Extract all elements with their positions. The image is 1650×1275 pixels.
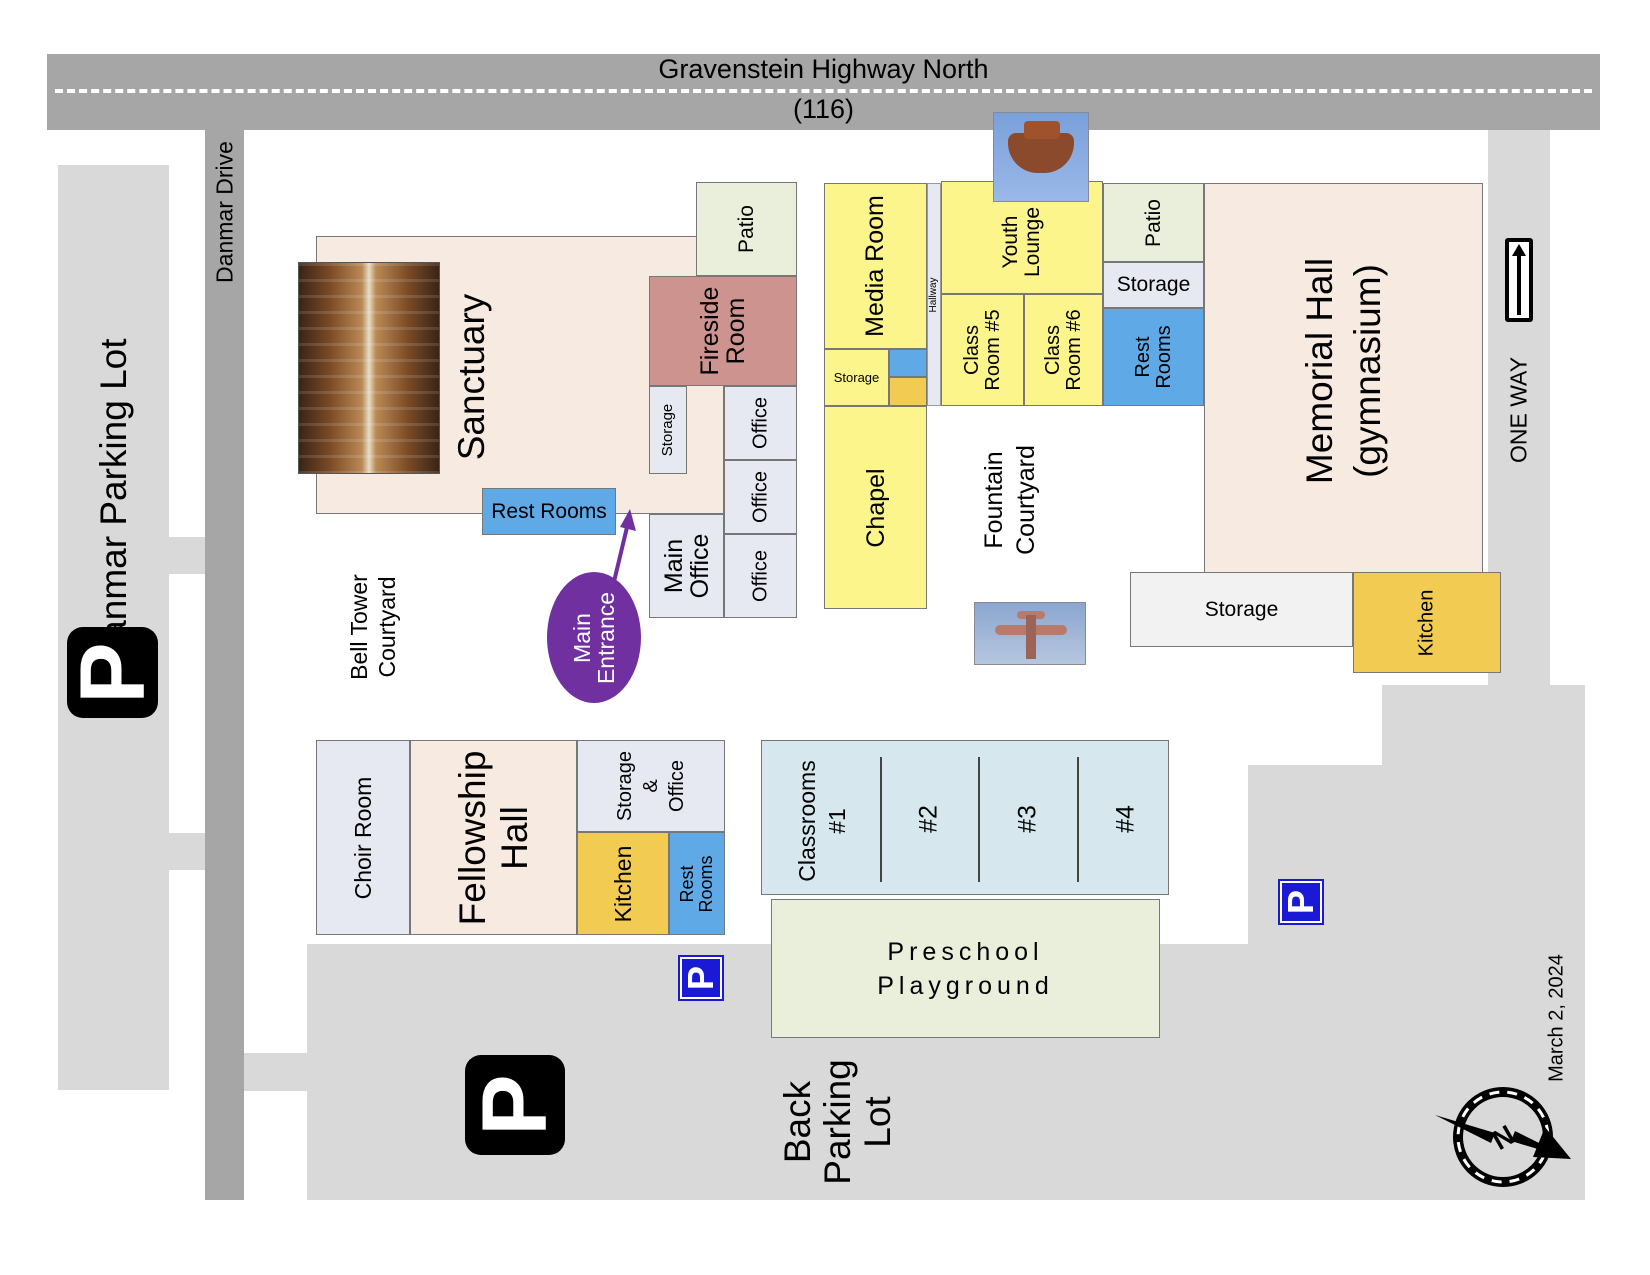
compass-rose-icon: N — [1435, 1087, 1571, 1187]
classroom-2-label: #2 — [914, 805, 943, 833]
patio-east-label: Patio — [1141, 198, 1165, 247]
media-storage: Storage — [824, 349, 889, 406]
hallway-label: Hallway — [927, 276, 939, 313]
storage-gym: Storage — [1130, 572, 1353, 647]
fellowship-hall-label: Fellowship Hall — [451, 750, 535, 925]
main-office: Main Office — [649, 514, 724, 618]
storage-gym-label: Storage — [1204, 597, 1279, 621]
fireside-room-label: Fireside Room — [695, 286, 750, 376]
highway-number: (116) — [792, 94, 855, 124]
kitchen-gym: Kitchen — [1353, 572, 1501, 673]
sanctuary-interior-photo — [298, 262, 440, 474]
danmar-connector-1 — [169, 537, 205, 574]
memorial-hall-label: Memorial Hall (gymnasium) — [1298, 258, 1388, 485]
kitchen-fellowship-label: Kitchen — [609, 845, 636, 922]
office-2-label: Office — [749, 471, 771, 523]
highway-name: Gravenstein Highway North — [658, 54, 989, 84]
sanctuary-label: Sanctuary — [451, 293, 492, 461]
gravenstein-highway: Gravenstein Highway North (116) — [47, 54, 1600, 130]
choir-room: Choir Room — [316, 740, 410, 935]
danmar-connector-2 — [169, 833, 205, 870]
fountain-picture — [974, 602, 1086, 665]
classroom-4-label: #4 — [1111, 805, 1140, 833]
choir-room-label: Choir Room — [349, 776, 376, 899]
parking-sign-small-east: P — [1278, 879, 1324, 925]
office-1: Office — [724, 386, 797, 460]
media-closet-blue — [889, 349, 927, 377]
storage-small: Storage — [649, 386, 687, 474]
danmar-parking-lot: Danmar Parking Lot P — [58, 165, 169, 1090]
rest-rooms-sanctuary-label: Rest Rooms — [491, 499, 607, 523]
main-office-label: Main Office — [659, 533, 714, 599]
hallway: Hallway — [927, 183, 941, 406]
storage-office-label: Storage & Office — [614, 750, 688, 822]
chapel-label: Chapel — [861, 467, 890, 548]
kitchen-fellowship: Kitchen — [577, 832, 669, 935]
class-room-6: Class Room #6 — [1024, 294, 1103, 406]
back-lot-east-upper — [1382, 685, 1585, 785]
main-entrance-label: Main Entrance — [568, 591, 619, 684]
office-1-label: Office — [749, 397, 771, 449]
parking-sign-small-west: P — [678, 955, 724, 1001]
one-way-label: ONE WAY — [1505, 356, 1532, 464]
office-2: Office — [724, 460, 797, 534]
preschool-playground: Preschool Playground — [771, 899, 1160, 1038]
patio-west-label: Patio — [734, 205, 758, 253]
class-room-6-label: Class Room #6 — [1041, 309, 1085, 391]
one-way-sign — [1505, 238, 1533, 322]
noahs-ark-picture — [993, 112, 1089, 202]
rest-rooms-fellowship-label: Rest Rooms — [677, 854, 716, 913]
patio-east: Patio — [1103, 183, 1204, 262]
chapel: Chapel — [824, 406, 927, 609]
media-room: Media Room — [824, 183, 927, 349]
arrow-up-icon — [1509, 242, 1529, 318]
danmar-parking-lot-label: Danmar Parking Lot — [92, 338, 134, 668]
fellowship-hall: Fellowship Hall — [410, 740, 577, 935]
media-room-label: Media Room — [860, 195, 889, 337]
kitchen-gym-label: Kitchen — [1415, 589, 1438, 656]
back-lot-east-section — [1248, 765, 1585, 965]
rest-rooms-east-label: Rest Rooms — [1131, 325, 1175, 389]
preschool-playground-label: Preschool Playground — [877, 937, 1054, 1000]
back-parking-lot-label: Back Parking Lot — [777, 1059, 898, 1185]
rest-rooms-east: Rest Rooms — [1103, 308, 1204, 406]
storage-east-label: Storage — [1116, 272, 1191, 296]
class-room-5: Class Room #5 — [941, 294, 1024, 406]
bell-tower-courtyard-label: Bell Tower Courtyard — [346, 574, 400, 680]
rest-rooms-sanctuary: Rest Rooms — [482, 488, 616, 535]
parking-sign-danmar: P — [62, 627, 164, 718]
office-3: Office — [724, 534, 797, 618]
highway-lane-divider — [55, 89, 1592, 93]
media-closet-gold — [889, 377, 927, 406]
classroom-1-label: Classrooms #1 — [794, 760, 850, 882]
classroom-divider-1 — [880, 757, 882, 882]
map-date: March 2, 2024 — [1545, 954, 1568, 1082]
classroom-divider-3 — [1077, 757, 1079, 882]
danmar-drive: Danmar Drive — [205, 130, 244, 1200]
class-room-5-label: Class Room #5 — [960, 309, 1004, 391]
rest-rooms-fellowship: Rest Rooms — [669, 832, 725, 935]
classrooms: Classrooms #1 #2 #3 #4 — [761, 740, 1169, 895]
classroom-divider-2 — [978, 757, 980, 882]
classroom-3-label: #3 — [1013, 805, 1042, 833]
fireside-room: Fireside Room — [649, 276, 797, 386]
back-lot-connector — [244, 1053, 307, 1091]
parking-sign-back: P — [464, 1055, 566, 1155]
memorial-hall: Memorial Hall (gymnasium) — [1204, 183, 1483, 575]
main-entrance[interactable]: Main Entrance — [547, 572, 641, 703]
fountain-courtyard-label: Fountain Courtyard — [980, 445, 1040, 555]
storage-office: Storage & Office — [577, 740, 725, 832]
office-3-label: Office — [749, 550, 771, 602]
media-storage-label: Storage — [833, 369, 880, 385]
storage-small-label: Storage — [659, 403, 677, 457]
patio-west: Patio — [696, 182, 797, 276]
storage-east: Storage — [1103, 262, 1204, 308]
youth-lounge-label: Youth Lounge — [998, 206, 1044, 278]
compass-north-label: N — [1487, 1119, 1520, 1156]
danmar-drive-label: Danmar Drive — [211, 141, 237, 283]
